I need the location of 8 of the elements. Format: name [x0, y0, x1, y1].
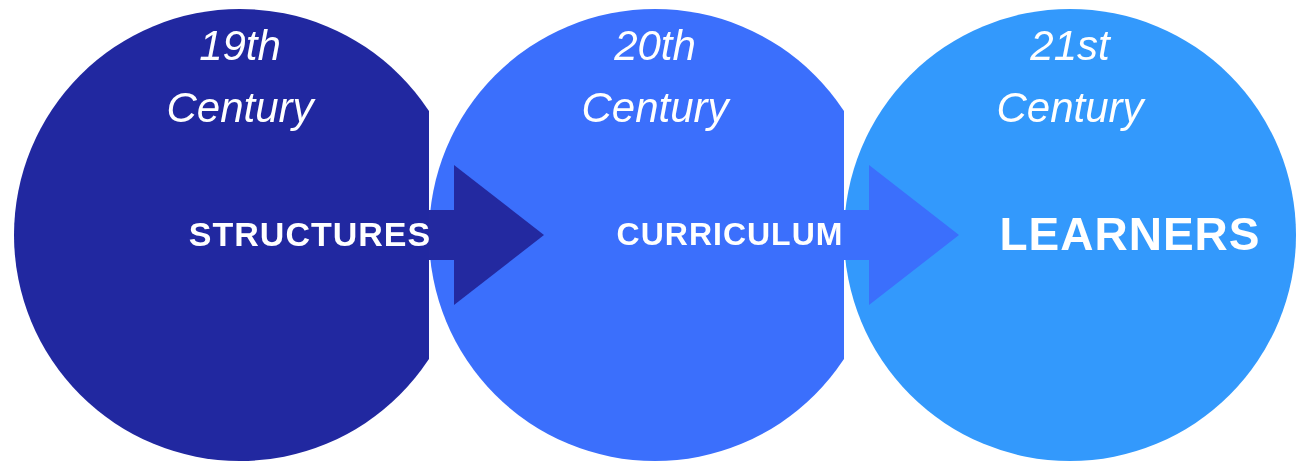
century-heading: 21st Century [995, 21, 1147, 133]
century-heading: 20th Century [580, 21, 732, 133]
circle-label: STRUCTURES [188, 214, 432, 254]
century-heading: 19th Century [165, 21, 317, 133]
arrow [429, 165, 544, 305]
arrow [844, 165, 959, 305]
circle-label: LEARNERS [999, 207, 1261, 262]
circle-label: CURRICULUM [616, 215, 844, 253]
